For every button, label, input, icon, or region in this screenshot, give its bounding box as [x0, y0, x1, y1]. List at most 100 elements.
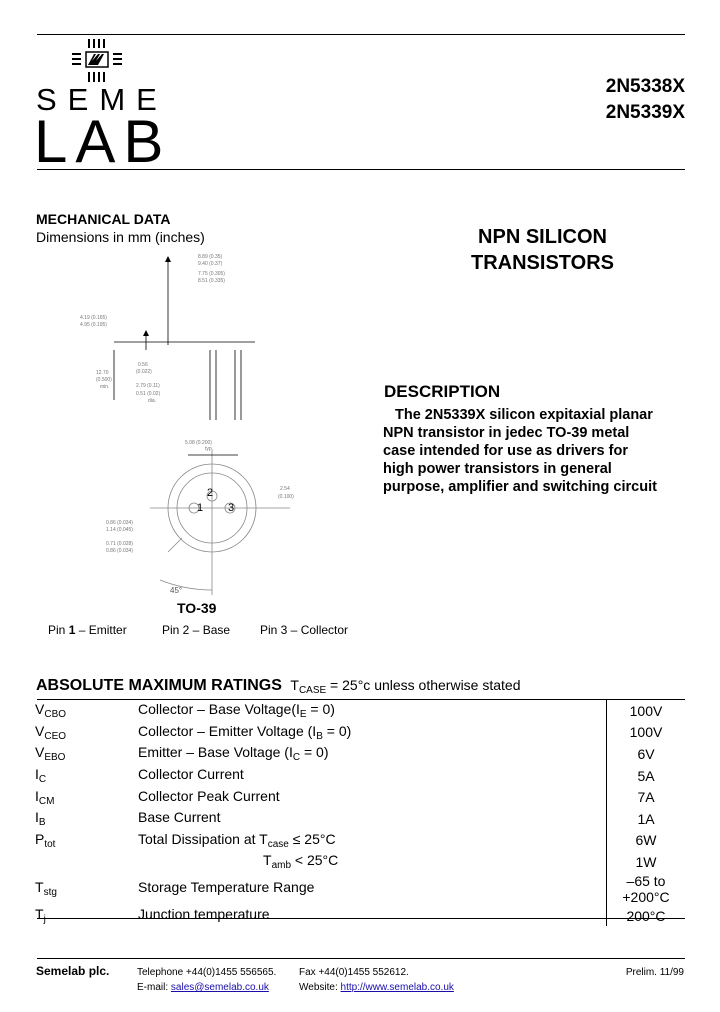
rating-description-post: = 0)	[322, 722, 352, 739]
rating-description-text: Collector – Base Voltage(I	[138, 701, 300, 718]
rating-description-sub: case	[267, 838, 289, 850]
rating-symbol-main: V	[35, 744, 45, 761]
description-line: The 2N5339X silicon expitaxial planar	[395, 407, 653, 423]
rating-description: Base Current	[138, 808, 607, 830]
ratings-condition-symbol: T	[290, 677, 299, 693]
rating-description-sub: E	[299, 709, 307, 721]
dim-label: 4.95 (0.195)	[80, 322, 107, 328]
mechanical-data-heading: MECHANICAL DATA	[36, 211, 171, 227]
footer-telephone: Telephone +44(0)1455 556565.	[137, 967, 277, 978]
rating-description-text: Junction temperature	[138, 906, 270, 923]
dim-label: dia.	[148, 398, 157, 404]
rating-symbol: VCBO	[35, 700, 138, 722]
description-line: NPN transistor in jedec TO-39 metal	[383, 425, 630, 441]
rating-symbol-sub: stg	[43, 887, 57, 899]
package-name: TO-39	[177, 600, 217, 616]
rating-description: Junction temperature	[138, 905, 607, 927]
footer-website-label: Website:	[299, 982, 338, 993]
dim-label: 0.56	[138, 362, 148, 368]
semelab-logo-mark-icon	[72, 39, 122, 82]
rating-symbol-sub: B	[38, 817, 46, 829]
rating-value: 6W	[606, 829, 685, 852]
rating-description: Total Dissipation at Tcase ≤ 25°C	[138, 830, 607, 852]
pin-2-label: Pin 2 – Base	[162, 623, 231, 637]
dim-label: 0.71 (0.028)	[106, 541, 133, 547]
rating-description-text: Storage Temperature Range	[138, 879, 315, 896]
rating-description-text: Emitter – Base Voltage (I	[138, 744, 293, 761]
rating-symbol-sub: CBO	[44, 709, 67, 721]
dim-label: 0.86 (0.034)	[106, 520, 133, 526]
angle-label: 45°	[170, 586, 183, 595]
part-number-2: 2N5339X	[605, 102, 685, 123]
rating-description: Tamb < 25°C	[138, 851, 607, 873]
rating-description: Collector – Base Voltage(IE = 0)	[138, 700, 607, 722]
rating-description-text: Collector Current	[138, 766, 244, 783]
rating-symbol-main: T	[35, 906, 44, 923]
rating-value: 6V	[606, 743, 685, 765]
bottom-view-typ-dim: 5.08 (0.200) typ.	[185, 440, 213, 452]
dim-label: 8.51 (0.335)	[198, 278, 225, 284]
rating-symbol-sub: tot	[44, 838, 56, 850]
rating-symbol: IC	[35, 765, 138, 787]
rating-description-text: Collector – Emitter Voltage (I	[138, 722, 317, 739]
dim-label: 1.14 (0.045)	[106, 527, 133, 533]
dim-label: min.	[100, 384, 110, 390]
dim-label: 0.51 (0.02)	[136, 391, 161, 397]
pin-1-label: Pin 1 – Emitter	[48, 623, 127, 637]
dim-label: 7.75 (0.305)	[198, 271, 225, 277]
footer-email-link[interactable]: sales@semelab.co.uk	[170, 982, 269, 993]
rating-description: Storage Temperature Range	[138, 873, 607, 905]
rating-description-text: Total Dissipation at T	[138, 830, 268, 847]
dim-label: 12.70	[96, 370, 109, 376]
rating-description: Collector Current	[138, 765, 607, 787]
rating-symbol: Tj	[35, 905, 138, 927]
rating-symbol-main: P	[35, 830, 45, 847]
dim-label: (0.500)	[96, 377, 112, 383]
dim-label: (0.022)	[136, 369, 152, 375]
rating-description-text: Base Current	[138, 809, 221, 826]
part-number-1: 2N5338X	[605, 76, 685, 97]
dim-label: 0.86 (0.034)	[106, 548, 133, 554]
pin-1-number: 1	[68, 623, 76, 637]
rating-symbol-sub: CM	[38, 795, 55, 807]
dim-label: 9.40 (0.37)	[198, 261, 223, 267]
rating-symbol-main: I	[35, 766, 39, 783]
ratings-heading: ABSOLUTE MAXIMUM RATINGS TCASE = 25°c un…	[36, 677, 521, 696]
description-line: purpose, amplifier and switching circuit	[383, 479, 657, 495]
rating-value: 1A	[606, 807, 685, 830]
description-text: The 2N5339X silicon expitaxial planar NP…	[383, 406, 683, 496]
rating-description-post: ≤ 25°C	[288, 830, 336, 847]
rating-symbol: VEBO	[35, 743, 138, 765]
footer-rule	[37, 958, 685, 959]
dim-label: (0.100)	[278, 494, 294, 500]
rating-description: Emitter – Base Voltage (IC = 0)	[138, 743, 607, 765]
rating-description-sub: C	[292, 752, 301, 764]
dim-label: 5.08 (0.200)	[185, 440, 212, 446]
description-heading: DESCRIPTION	[384, 382, 501, 401]
rating-value: 100V	[606, 721, 685, 744]
rating-value: 100V	[606, 700, 685, 722]
rating-description-text: T	[263, 852, 272, 869]
rating-description-text: Collector Peak Current	[138, 787, 280, 804]
rating-description-post: = 0)	[306, 701, 335, 718]
header-rule	[37, 169, 685, 170]
rating-symbol: Tstg	[35, 873, 138, 905]
footer-website-link[interactable]: http://www.semelab.co.uk	[340, 982, 454, 993]
footer-company: Semelab plc.	[36, 964, 110, 978]
logo-seme-text: SEME	[36, 82, 168, 117]
rating-symbol: VCEO	[35, 722, 138, 744]
ratings-bottom-rule	[37, 918, 685, 919]
rating-value: 5A	[606, 764, 685, 787]
top-rule	[37, 34, 685, 35]
